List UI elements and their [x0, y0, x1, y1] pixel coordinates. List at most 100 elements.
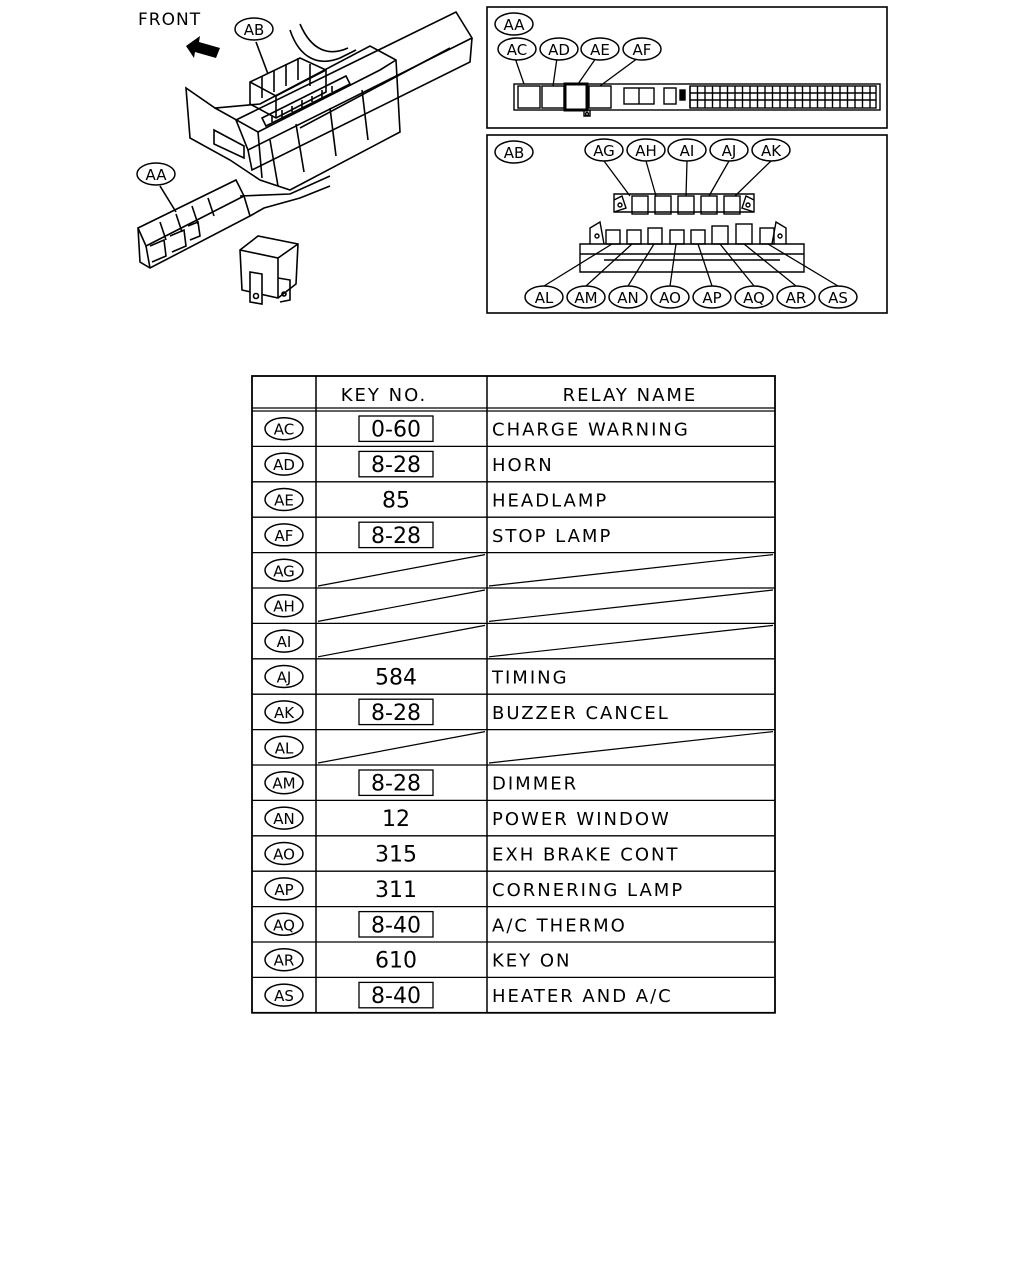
row-code-ac: AC	[264, 416, 304, 441]
relay-name: A/C THERMO	[492, 915, 627, 936]
callout-ai: AI	[667, 138, 707, 162]
table-row: AO 315 EXH BRAKE CONT	[252, 835, 775, 868]
callout-aq: AQ	[734, 285, 774, 309]
row-code-ad: AD	[264, 452, 304, 476]
relay-name: STOP LAMP	[492, 526, 612, 547]
row-code-af-label: AF	[275, 527, 294, 545]
empty-name-slash	[488, 624, 774, 658]
empty-name-slash	[488, 731, 774, 764]
empty-key-slash	[317, 624, 486, 658]
relay-name: HEADLAMP	[492, 491, 608, 512]
table-row: AK 8-28 BUZZER CANCEL	[252, 693, 775, 726]
table-row: AD 8-28 HORN	[252, 445, 775, 478]
row-code-ae-label: AE	[274, 492, 294, 510]
row-code-aj: AJ	[264, 664, 304, 689]
panel-ab: AB	[486, 134, 888, 314]
row-code-ar: AR	[264, 947, 304, 972]
callout-as-label: AS	[828, 289, 848, 307]
callout-af: AF	[622, 37, 662, 61]
relay-name: KEY ON	[492, 951, 572, 972]
row-code-af: AF	[264, 523, 304, 547]
key-box	[358, 981, 434, 1009]
key-box	[358, 698, 434, 726]
row-code-an-label: AN	[273, 810, 294, 828]
key-number: 8-28	[371, 453, 421, 478]
key-number: 584	[375, 666, 417, 691]
callout-ap-label: AP	[702, 289, 721, 307]
callout-ak: AK	[751, 138, 791, 162]
row-code-ar-label: AR	[274, 952, 295, 970]
row-code-ao: AO	[264, 841, 304, 866]
callout-ag-label: AG	[593, 142, 615, 160]
relay-name: CHARGE WARNING	[492, 420, 690, 441]
callout-ap: AP	[692, 285, 732, 309]
relay-name: DIMMER	[492, 774, 578, 795]
front-arrow-icon	[186, 36, 220, 58]
callout-ar-label: AR	[786, 289, 807, 307]
relay-block-ab	[579, 193, 805, 273]
callout-af-label: AF	[633, 41, 652, 59]
callout-al: AL	[524, 285, 564, 309]
relay-name: POWER WINDOW	[492, 809, 671, 830]
table-row: AI	[252, 622, 775, 658]
row-code-ac-label: AC	[274, 421, 294, 439]
panel-ab-title: AB	[504, 144, 525, 162]
empty-key-slash	[317, 589, 486, 622]
callout-al-label: AL	[535, 289, 554, 307]
key-box	[358, 521, 434, 549]
panel-aa: AA AC AD AE AF	[486, 6, 888, 129]
callout-ad: AD	[539, 37, 579, 61]
callout-aa-overview-label: AA	[146, 166, 168, 184]
callout-ah-label: AH	[635, 142, 657, 160]
row-code-an: AN	[264, 806, 304, 830]
callout-ae: AE	[580, 37, 620, 61]
key-number: 85	[382, 489, 410, 514]
key-box	[358, 769, 434, 797]
callout-ad-label: AD	[548, 41, 570, 59]
callout-am: AM	[566, 285, 606, 309]
callout-ag: AG	[584, 138, 624, 162]
table-row: AG	[252, 551, 775, 587]
key-number: 8-28	[371, 701, 421, 726]
empty-key-slash	[317, 554, 486, 587]
callout-aj-label: AJ	[722, 142, 737, 160]
row-code-as-label: AS	[274, 987, 294, 1005]
key-number: 311	[375, 878, 417, 903]
callout-ak-label: AK	[761, 142, 782, 160]
relay-name: HORN	[492, 455, 554, 476]
key-number: 8-28	[371, 772, 421, 797]
row-code-ag-label: AG	[273, 562, 295, 580]
row-code-al-label: AL	[275, 739, 294, 757]
overview-drawing: FRONT	[136, 10, 474, 305]
row-code-ak: AK	[264, 700, 304, 724]
relay-name: EXH BRAKE CONT	[492, 845, 680, 866]
callout-ab-overview-label: AB	[244, 21, 265, 39]
key-number: 315	[375, 843, 417, 868]
front-label: FRONT	[138, 10, 201, 30]
row-code-ao-label: AO	[273, 846, 295, 864]
key-number: 8-40	[371, 984, 421, 1009]
callout-ab-overview	[234, 17, 274, 41]
table-row: AE 85 HEADLAMP	[252, 481, 775, 514]
row-code-aq: AQ	[264, 912, 304, 937]
panel-aa-title: AA	[504, 16, 526, 34]
row-code-ai: AI	[264, 629, 304, 653]
relay-name: BUZZER CANCEL	[492, 703, 670, 724]
table-row: AH	[252, 587, 775, 622]
row-code-as: AS	[264, 983, 304, 1007]
row-code-ak-label: AK	[274, 704, 295, 722]
key-number: 8-40	[371, 913, 421, 938]
callout-ac: AC	[497, 37, 537, 61]
callout-an-label: AN	[617, 289, 638, 307]
empty-name-slash	[488, 589, 774, 622]
relay-carrier	[185, 45, 401, 191]
callout-ai-label: AI	[680, 142, 695, 160]
key-box	[358, 415, 434, 443]
